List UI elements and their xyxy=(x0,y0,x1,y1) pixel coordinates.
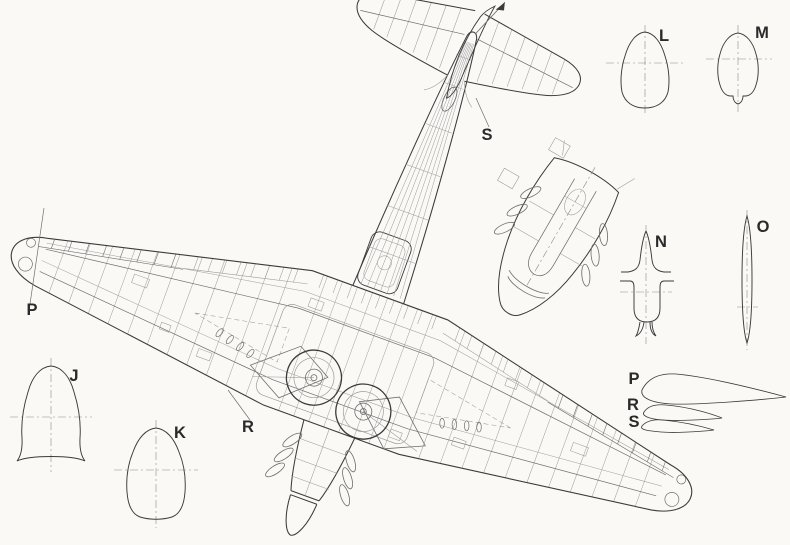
section-label-J: J xyxy=(69,367,78,385)
wing-outline xyxy=(10,236,693,512)
wheel-bay-outline xyxy=(255,304,435,445)
section-label-M: M xyxy=(755,24,769,42)
wing-spars xyxy=(39,248,667,497)
detail-spinner-lines xyxy=(507,269,549,299)
tailplane-outline xyxy=(356,0,581,97)
wingtip-lights xyxy=(18,237,687,507)
cross-section-O xyxy=(737,210,758,350)
section-N-contour xyxy=(620,230,674,338)
airfoil-section-stack xyxy=(641,373,787,433)
fin-rudder-outline xyxy=(445,5,497,99)
section-M-contour xyxy=(717,32,759,105)
detail-centerline xyxy=(526,167,596,286)
gun-sight-triangles xyxy=(194,312,511,429)
wing-rivet-lines xyxy=(41,242,670,487)
detail-transverse-lines xyxy=(512,195,596,267)
detail-cowling-outline xyxy=(498,157,620,316)
cross-section-M xyxy=(706,25,772,112)
cut-line-S xyxy=(475,97,490,128)
station-label-S: S xyxy=(481,126,492,144)
airfoil-label-R: R xyxy=(627,396,639,414)
detail-exhaust-stacks xyxy=(493,186,609,287)
flap-lines xyxy=(183,256,549,402)
airfoil-R-contour xyxy=(642,404,723,421)
tailplane-ribs xyxy=(373,0,566,95)
exhaust-stacks xyxy=(265,432,356,507)
radiator-housing xyxy=(357,231,412,295)
section-O-contour xyxy=(741,214,753,345)
tailplane-root-fillets xyxy=(423,74,473,108)
cross-section-L xyxy=(606,25,684,115)
cross-section-K xyxy=(114,420,198,528)
cross-section-N xyxy=(620,225,674,344)
fuselage-frames xyxy=(369,54,472,264)
section-K-contour xyxy=(126,427,186,520)
cut-line-R xyxy=(227,389,251,421)
cowl-panel-lines xyxy=(290,428,347,496)
station-label-P: P xyxy=(26,301,37,319)
rear-fuselage-outline xyxy=(352,31,478,305)
section-L-contour xyxy=(620,31,670,109)
gear-doors xyxy=(249,345,426,450)
tailwheel xyxy=(441,86,458,112)
gear-struts xyxy=(252,376,418,452)
nose-cowling-detail-view xyxy=(493,137,635,316)
section-label-L: L xyxy=(659,27,669,45)
section-label-O: O xyxy=(757,218,770,236)
elevator-hinge-lines xyxy=(360,10,573,88)
center-section-ribs xyxy=(278,276,433,449)
gun-ports xyxy=(215,328,482,433)
detail-side-panels xyxy=(497,137,635,190)
cut-line-P xyxy=(29,207,45,305)
aileron-lines xyxy=(38,239,674,478)
access-panels xyxy=(131,273,589,457)
airfoil-label-P: P xyxy=(628,370,639,388)
datum-arrowhead xyxy=(495,2,505,11)
airfoil-P-contour xyxy=(641,373,787,405)
fuselage-stringers xyxy=(360,41,474,299)
section-J-contour xyxy=(16,365,86,462)
station-label-R: R xyxy=(242,418,254,436)
section-label-N: N xyxy=(655,233,667,251)
airfoil-S-contour xyxy=(641,419,715,433)
section-label-K: K xyxy=(174,424,186,442)
main-wheels xyxy=(285,349,392,440)
wing-ribs xyxy=(48,241,655,507)
cross-section-J xyxy=(10,358,92,472)
airfoil-label-S: S xyxy=(628,413,639,431)
detail-center-channel xyxy=(528,178,597,277)
